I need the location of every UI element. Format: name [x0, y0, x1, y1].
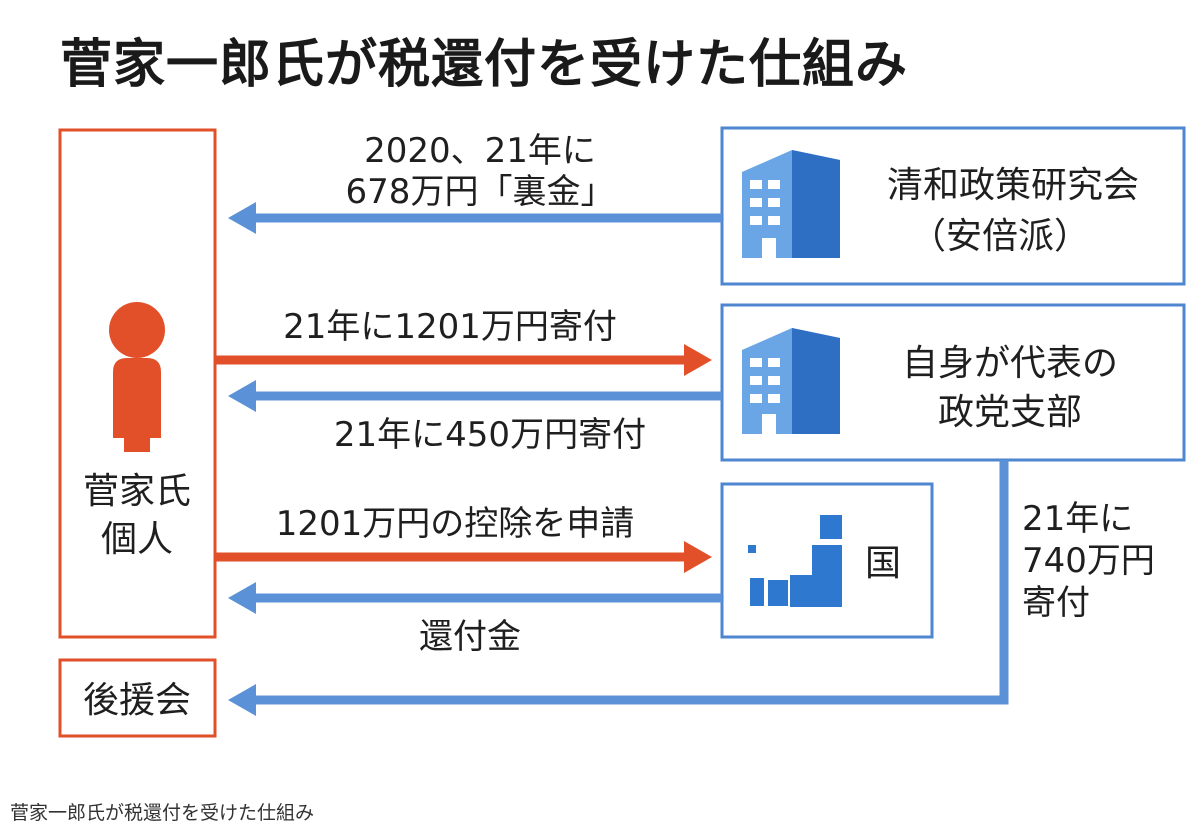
return-donation-label: 21年に450万円寄付	[334, 415, 646, 455]
refund-label: 還付金	[419, 617, 521, 657]
branch-label: 政党支部	[938, 392, 1082, 433]
kickback-label: 678万円「裏金」	[346, 172, 615, 212]
individual-box	[58, 128, 217, 639]
country-box	[720, 482, 934, 639]
donation-label: 21年に1201万円寄付	[283, 307, 617, 347]
kickback-label: 2020、21年に	[364, 131, 596, 171]
deduction-label: 1201万円の控除を申請	[276, 504, 635, 544]
individual-label: 菅家氏	[83, 471, 191, 512]
arrow-refund	[228, 582, 722, 614]
flow-diagram: 菅家氏 個人 後援会 清和政策研究会 （安倍派） 自身が代表の 政党支部 国 2…	[58, 126, 1186, 738]
supporters-box	[58, 658, 217, 738]
seiwakai-label: 清和政策研究会	[887, 165, 1139, 206]
japan-map-icon	[748, 515, 842, 607]
building-icon	[742, 328, 840, 434]
seiwakai-label: （安倍派）	[910, 216, 1090, 257]
arrow-kickback	[228, 202, 722, 234]
seiwakai-box	[720, 126, 1186, 286]
country-label: 国	[865, 543, 901, 584]
arrow-donation	[215, 344, 712, 376]
to-supporters-label: 寄付	[1022, 583, 1090, 623]
diagram-title: 菅家一郎氏が税還付を受けた仕組み	[60, 35, 909, 95]
arrow-return-donation	[228, 380, 722, 412]
branch-box	[720, 303, 1186, 462]
to-supporters-label: 21年に	[1022, 499, 1133, 539]
building-icon	[742, 150, 840, 258]
individual-label: 個人	[101, 519, 173, 560]
branch-label: 自身が代表の	[902, 343, 1118, 384]
image-caption: 菅家一郎氏が税還付を受けた仕組み	[10, 802, 315, 824]
supporters-label: 後援会	[83, 680, 191, 721]
to-supporters-label: 740万円	[1022, 541, 1155, 581]
arrow-to-supporters	[228, 460, 1009, 716]
person-icon	[109, 302, 165, 452]
arrow-deduction	[215, 541, 712, 573]
